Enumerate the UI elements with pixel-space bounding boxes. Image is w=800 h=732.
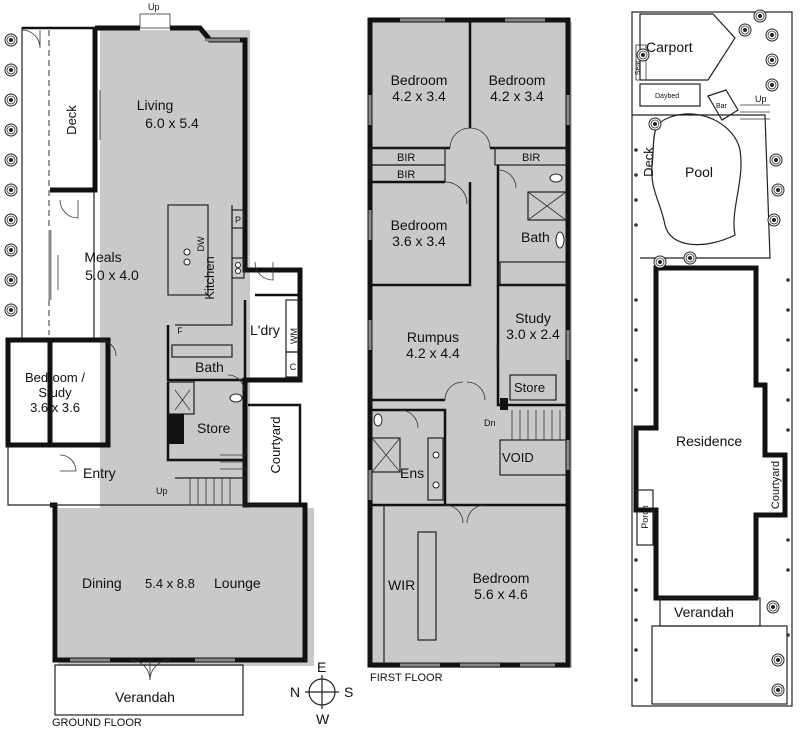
first-bedroom3-size: 3.6 x 3.4	[392, 233, 446, 249]
site-courtyard-label: Courtyard	[770, 461, 782, 509]
laundry-label: L'dry	[250, 322, 280, 338]
daybed-label: Daybed	[655, 93, 679, 100]
ground-stairs-up-label: Up	[156, 486, 168, 496]
compass-s: S	[344, 684, 353, 700]
ground-floor: Up Living 6.0 x 5.4 Deck Meals 5.0 x 4.0…	[4, 2, 314, 729]
ground-stairs	[189, 454, 245, 505]
rumpus-label: Rumpus	[407, 329, 459, 345]
left-boundary-trees	[4, 33, 18, 317]
void-label: VOID	[502, 450, 534, 465]
bir3-label: BIR	[522, 152, 540, 164]
site-deck-label: Deck	[641, 147, 656, 177]
first-bedroom2-label: Bedroom	[489, 72, 546, 88]
first-floor: Bedroom 4.2 x 3.4 Bedroom 4.2 x 3.4 BIR …	[367, 17, 572, 684]
porch-label: Porch	[640, 505, 650, 529]
kitchen-label: Kitchen	[202, 256, 217, 299]
top-up-label: Up	[148, 2, 160, 12]
pool-label: Pool	[685, 164, 713, 180]
master-bedroom-size: 5.6 x 4.6	[474, 586, 528, 602]
residence-label: Residence	[676, 433, 742, 449]
meals-size: 5.0 x 4.0	[85, 267, 139, 283]
site-plan: Carport Seat Daybed Bar Up Deck Pool Res…	[631, 9, 793, 707]
compass-w: W	[316, 711, 330, 727]
ground-verandah-label: Verandah	[115, 689, 175, 705]
entry-label: Entry	[83, 465, 116, 481]
deck-label: Deck	[64, 105, 79, 135]
first-store-label: Store	[514, 380, 545, 395]
first-bath-label: Bath	[521, 229, 550, 245]
ground-store-label: Store	[197, 420, 231, 436]
compass: E N S W	[290, 659, 353, 727]
living-size: 6.0 x 5.4	[145, 115, 199, 131]
rumpus-size: 4.2 x 4.4	[406, 345, 460, 361]
dining-lounge-size: 5.4 x 8.8	[145, 576, 195, 591]
wm-label: WM	[289, 328, 299, 344]
study-size: 3.0 x 2.4	[506, 326, 560, 342]
meals-label: Meals	[84, 249, 121, 265]
ground-floor-caption: GROUND FLOOR	[52, 717, 142, 729]
first-bedroom3-label: Bedroom	[391, 217, 448, 233]
wir-label: WIR	[388, 577, 415, 593]
bar-label: Bar	[716, 103, 728, 110]
cupboard-label: C	[290, 362, 297, 372]
site-boundary-dots	[634, 148, 790, 682]
compass-n: N	[290, 684, 300, 700]
site-up-label: Up	[755, 94, 767, 104]
carport-label: Carport	[646, 39, 693, 55]
dw-label: DW	[196, 236, 206, 251]
bedroom-study-label: Bedroom /	[25, 370, 85, 385]
lounge-label: Lounge	[214, 575, 261, 591]
ground-courtyard-label: Courtyard	[268, 416, 283, 473]
bedroom-study-label-2: Study	[38, 385, 72, 400]
first-bedroom1-label: Bedroom	[391, 72, 448, 88]
master-bedroom-label: Bedroom	[473, 570, 530, 586]
study-label: Study	[515, 310, 551, 326]
compass-e: E	[317, 659, 326, 675]
first-stairs-down-label: Dn	[484, 418, 496, 428]
ens-label: Ens	[400, 465, 424, 481]
first-bedroom2-size: 4.2 x 3.4	[490, 88, 544, 104]
living-label: Living	[137, 97, 174, 113]
bir2-label: BIR	[397, 169, 415, 181]
ground-bath-label: Bath	[195, 359, 224, 375]
bir1-label: BIR	[397, 152, 415, 164]
dining-label: Dining	[82, 575, 122, 591]
fridge-label: F	[177, 326, 183, 336]
first-stairs	[511, 410, 561, 440]
bedroom-study-size: 3.6 x 3.6	[30, 400, 80, 415]
site-verandah-label: Verandah	[674, 604, 734, 620]
first-bedroom1-size: 4.2 x 3.4	[392, 88, 446, 104]
first-floor-caption: FIRST FLOOR	[370, 672, 443, 684]
pantry-label: P	[235, 215, 241, 225]
seat-label: Seat	[635, 61, 642, 75]
